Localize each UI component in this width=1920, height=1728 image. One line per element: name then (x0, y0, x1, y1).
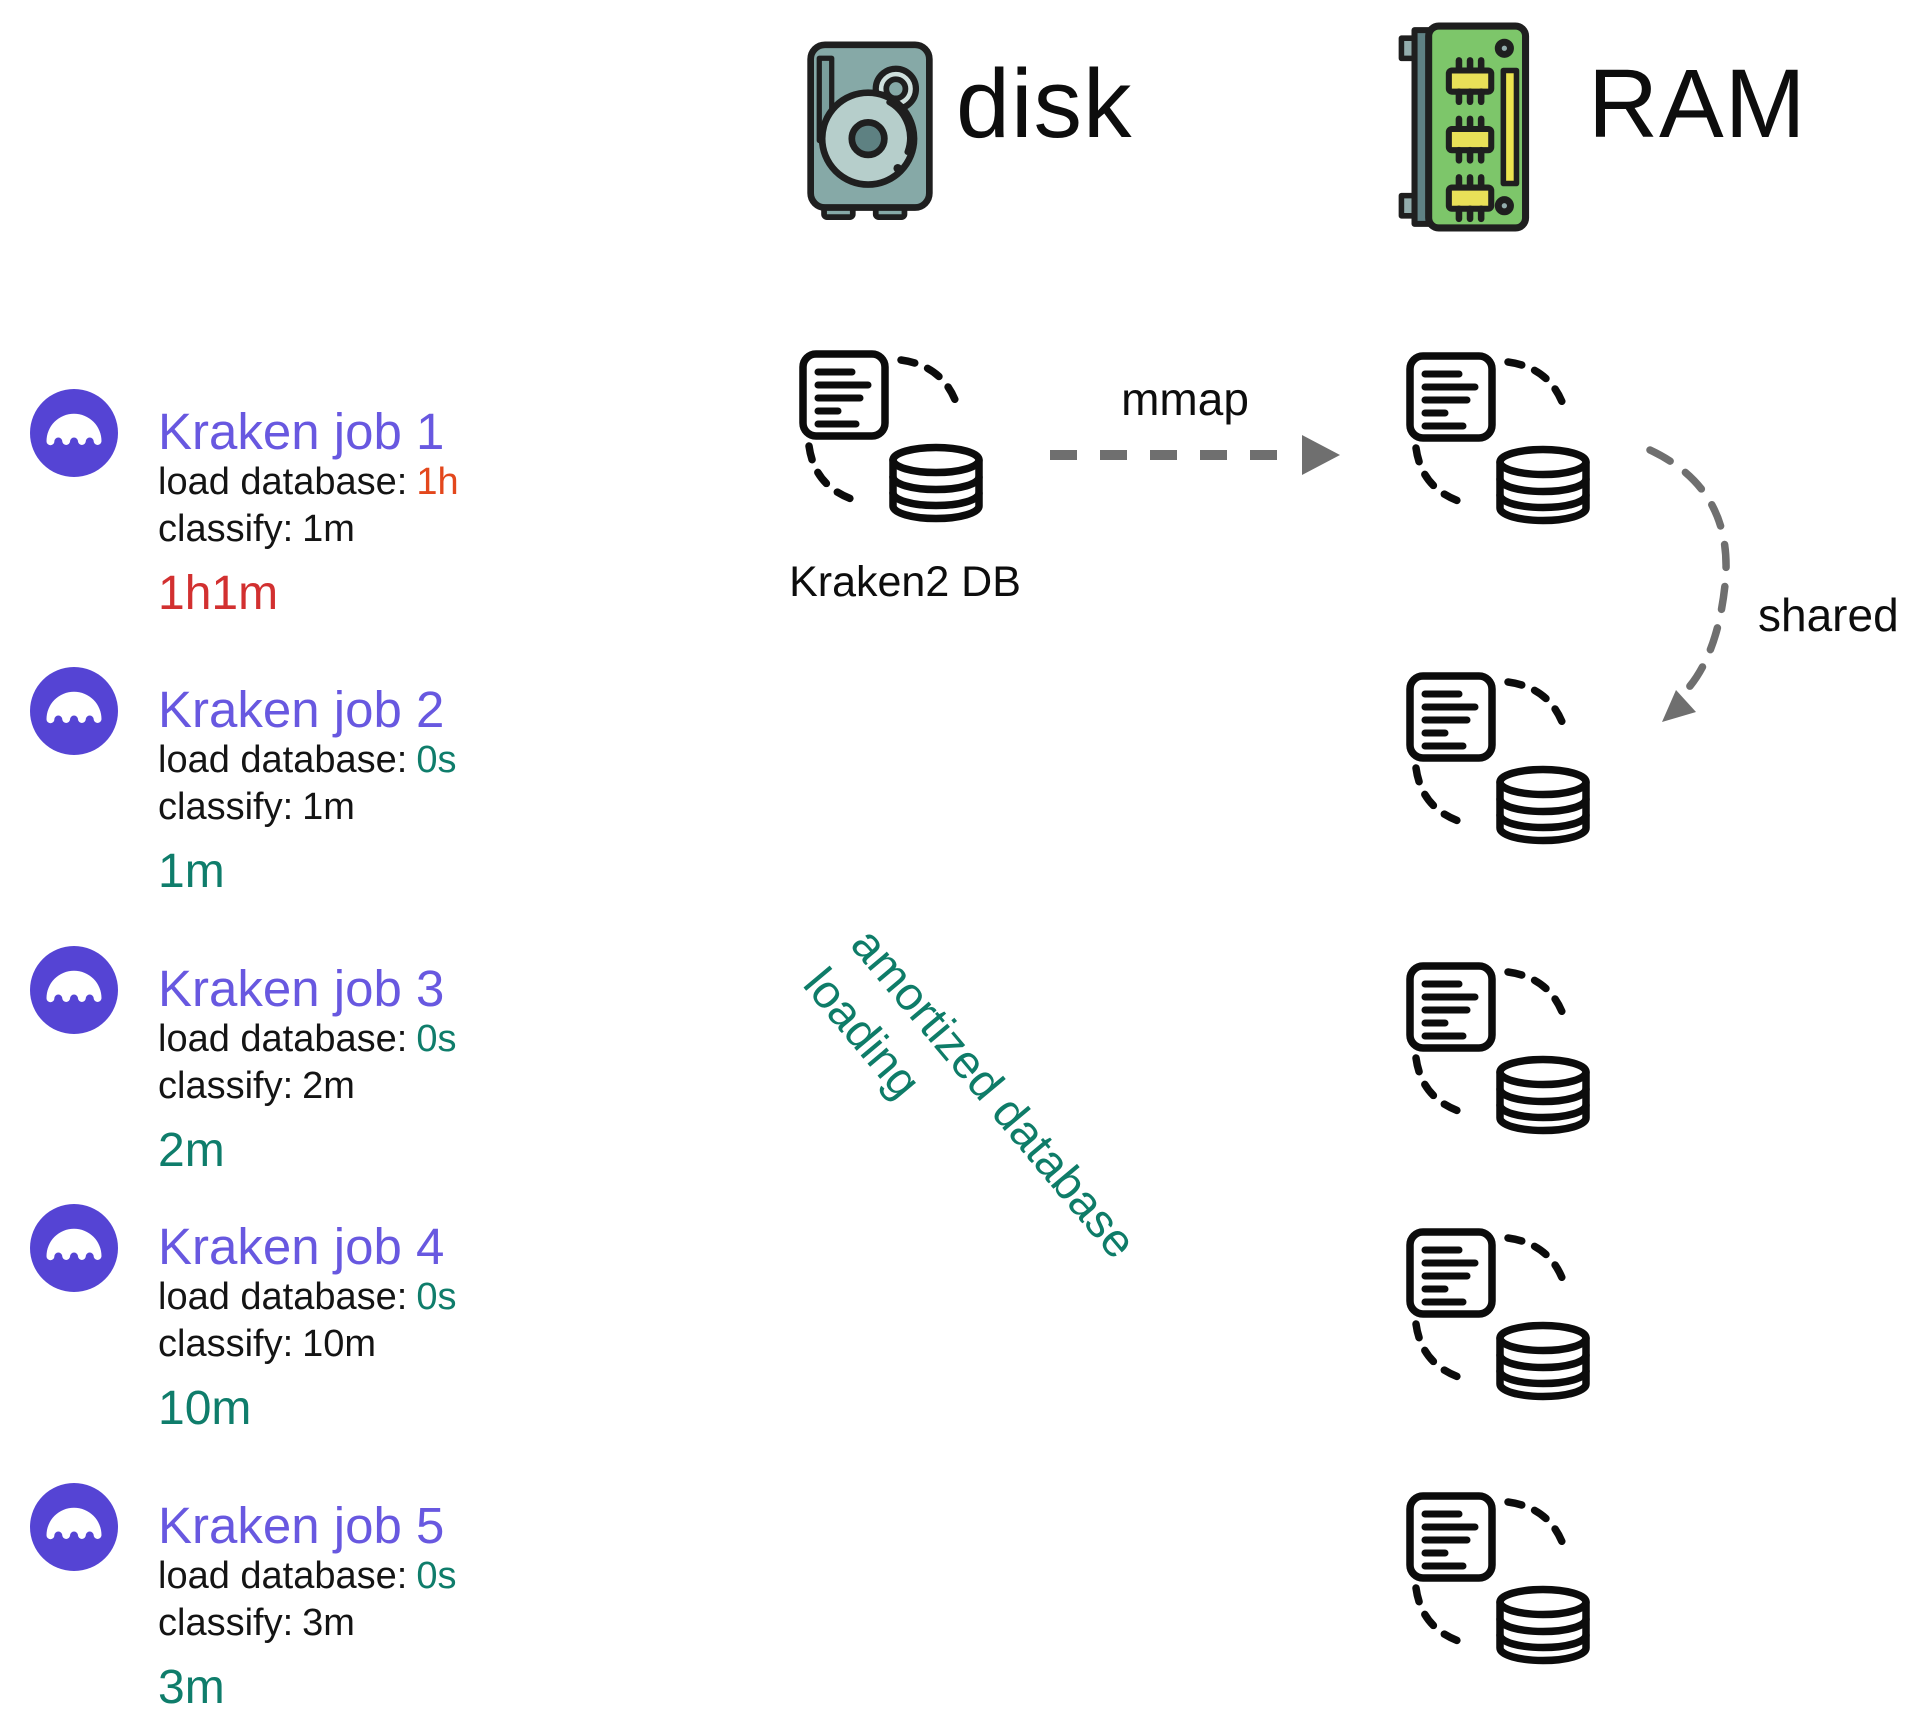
kraken-logo-icon (30, 1483, 118, 1571)
classify-value: 2m (302, 1065, 355, 1107)
job-total-time: 1h1m (158, 567, 279, 620)
classify-line: classify:1m (158, 784, 456, 831)
classify-label: classify: (158, 1323, 294, 1365)
shared-arrow-icon (1646, 446, 1730, 722)
load-database-line: load database:0s (158, 1274, 456, 1321)
kraken2-db-group (795, 348, 995, 528)
kraken-job-block-2: Kraken job 2 load database:0s classify:1… (30, 667, 456, 897)
classify-label: classify: (158, 508, 294, 550)
job-title: Kraken job 5 (158, 1497, 445, 1554)
shared-label: shared (1758, 589, 1899, 641)
load-database-value: 0s (416, 739, 457, 781)
classify-value: 1m (302, 508, 355, 550)
load-database-label: load database: (158, 1276, 408, 1318)
kraken-logo-icon (30, 389, 118, 477)
load-database-label: load database: (158, 461, 408, 503)
ram-db-copy-group (1402, 1490, 1602, 1670)
classify-line: classify:10m (158, 1321, 456, 1368)
load-database-line: load database:0s (158, 737, 456, 784)
job-total-time: 1m (158, 845, 225, 898)
classify-line: classify:3m (158, 1600, 456, 1647)
job-total-time: 10m (158, 1382, 252, 1435)
job-title: Kraken job 2 (158, 681, 445, 738)
kraken-logo-icon (30, 1204, 118, 1292)
kraken-job-block-4: Kraken job 4 load database:0s classify:1… (30, 1204, 456, 1434)
ram-db-copy-group (1402, 670, 1602, 850)
classify-label: classify: (158, 1602, 294, 1644)
mmap-label: mmap (1121, 373, 1249, 425)
load-database-label: load database: (158, 739, 408, 781)
ram-module-icon (1398, 18, 1532, 236)
kraken-logo-icon (30, 667, 118, 755)
ram-db-copy-group (1402, 350, 1602, 530)
classify-value: 1m (302, 786, 355, 828)
kraken2-db-caption: Kraken2 DB (789, 558, 1021, 606)
load-database-value: 0s (416, 1018, 457, 1060)
mmap-arrow-icon (1050, 435, 1340, 475)
kraken-logo-icon (30, 946, 118, 1034)
job-total-time: 2m (158, 1124, 225, 1177)
job-title: Kraken job 1 (158, 403, 445, 460)
disk-drive-icon (803, 38, 937, 222)
ram-column-heading: RAM (1588, 49, 1807, 158)
job-total-time: 3m (158, 1661, 225, 1714)
classify-value: 10m (302, 1323, 377, 1365)
load-database-label: load database: (158, 1555, 408, 1597)
classify-line: classify:1m (158, 506, 459, 553)
kraken-job-block-1: Kraken job 1 load database:1h classify:1… (30, 389, 459, 619)
classify-value: 3m (302, 1602, 355, 1644)
kraken-job-block-3: Kraken job 3 load database:0s classify:2… (30, 946, 456, 1176)
classify-label: classify: (158, 1065, 294, 1107)
load-database-line: load database:0s (158, 1553, 456, 1600)
load-database-value: 0s (416, 1555, 457, 1597)
job-title: Kraken job 4 (158, 1218, 445, 1275)
kraken-job-block-5: Kraken job 5 load database:0s classify:3… (30, 1483, 456, 1713)
disk-column-heading: disk (956, 49, 1133, 158)
amortized-loading-annotation: amortized database loading (790, 915, 1150, 1311)
load-database-line: load database:0s (158, 1016, 456, 1063)
classify-line: classify:2m (158, 1063, 456, 1110)
ram-db-copy-group (1402, 960, 1602, 1140)
load-database-label: load database: (158, 1018, 408, 1060)
ram-db-copy-group (1402, 1226, 1602, 1406)
load-database-value: 0s (416, 1276, 457, 1318)
classify-label: classify: (158, 786, 294, 828)
job-title: Kraken job 3 (158, 960, 445, 1017)
load-database-value: 1h (416, 461, 459, 503)
load-database-line: load database:1h (158, 459, 459, 506)
